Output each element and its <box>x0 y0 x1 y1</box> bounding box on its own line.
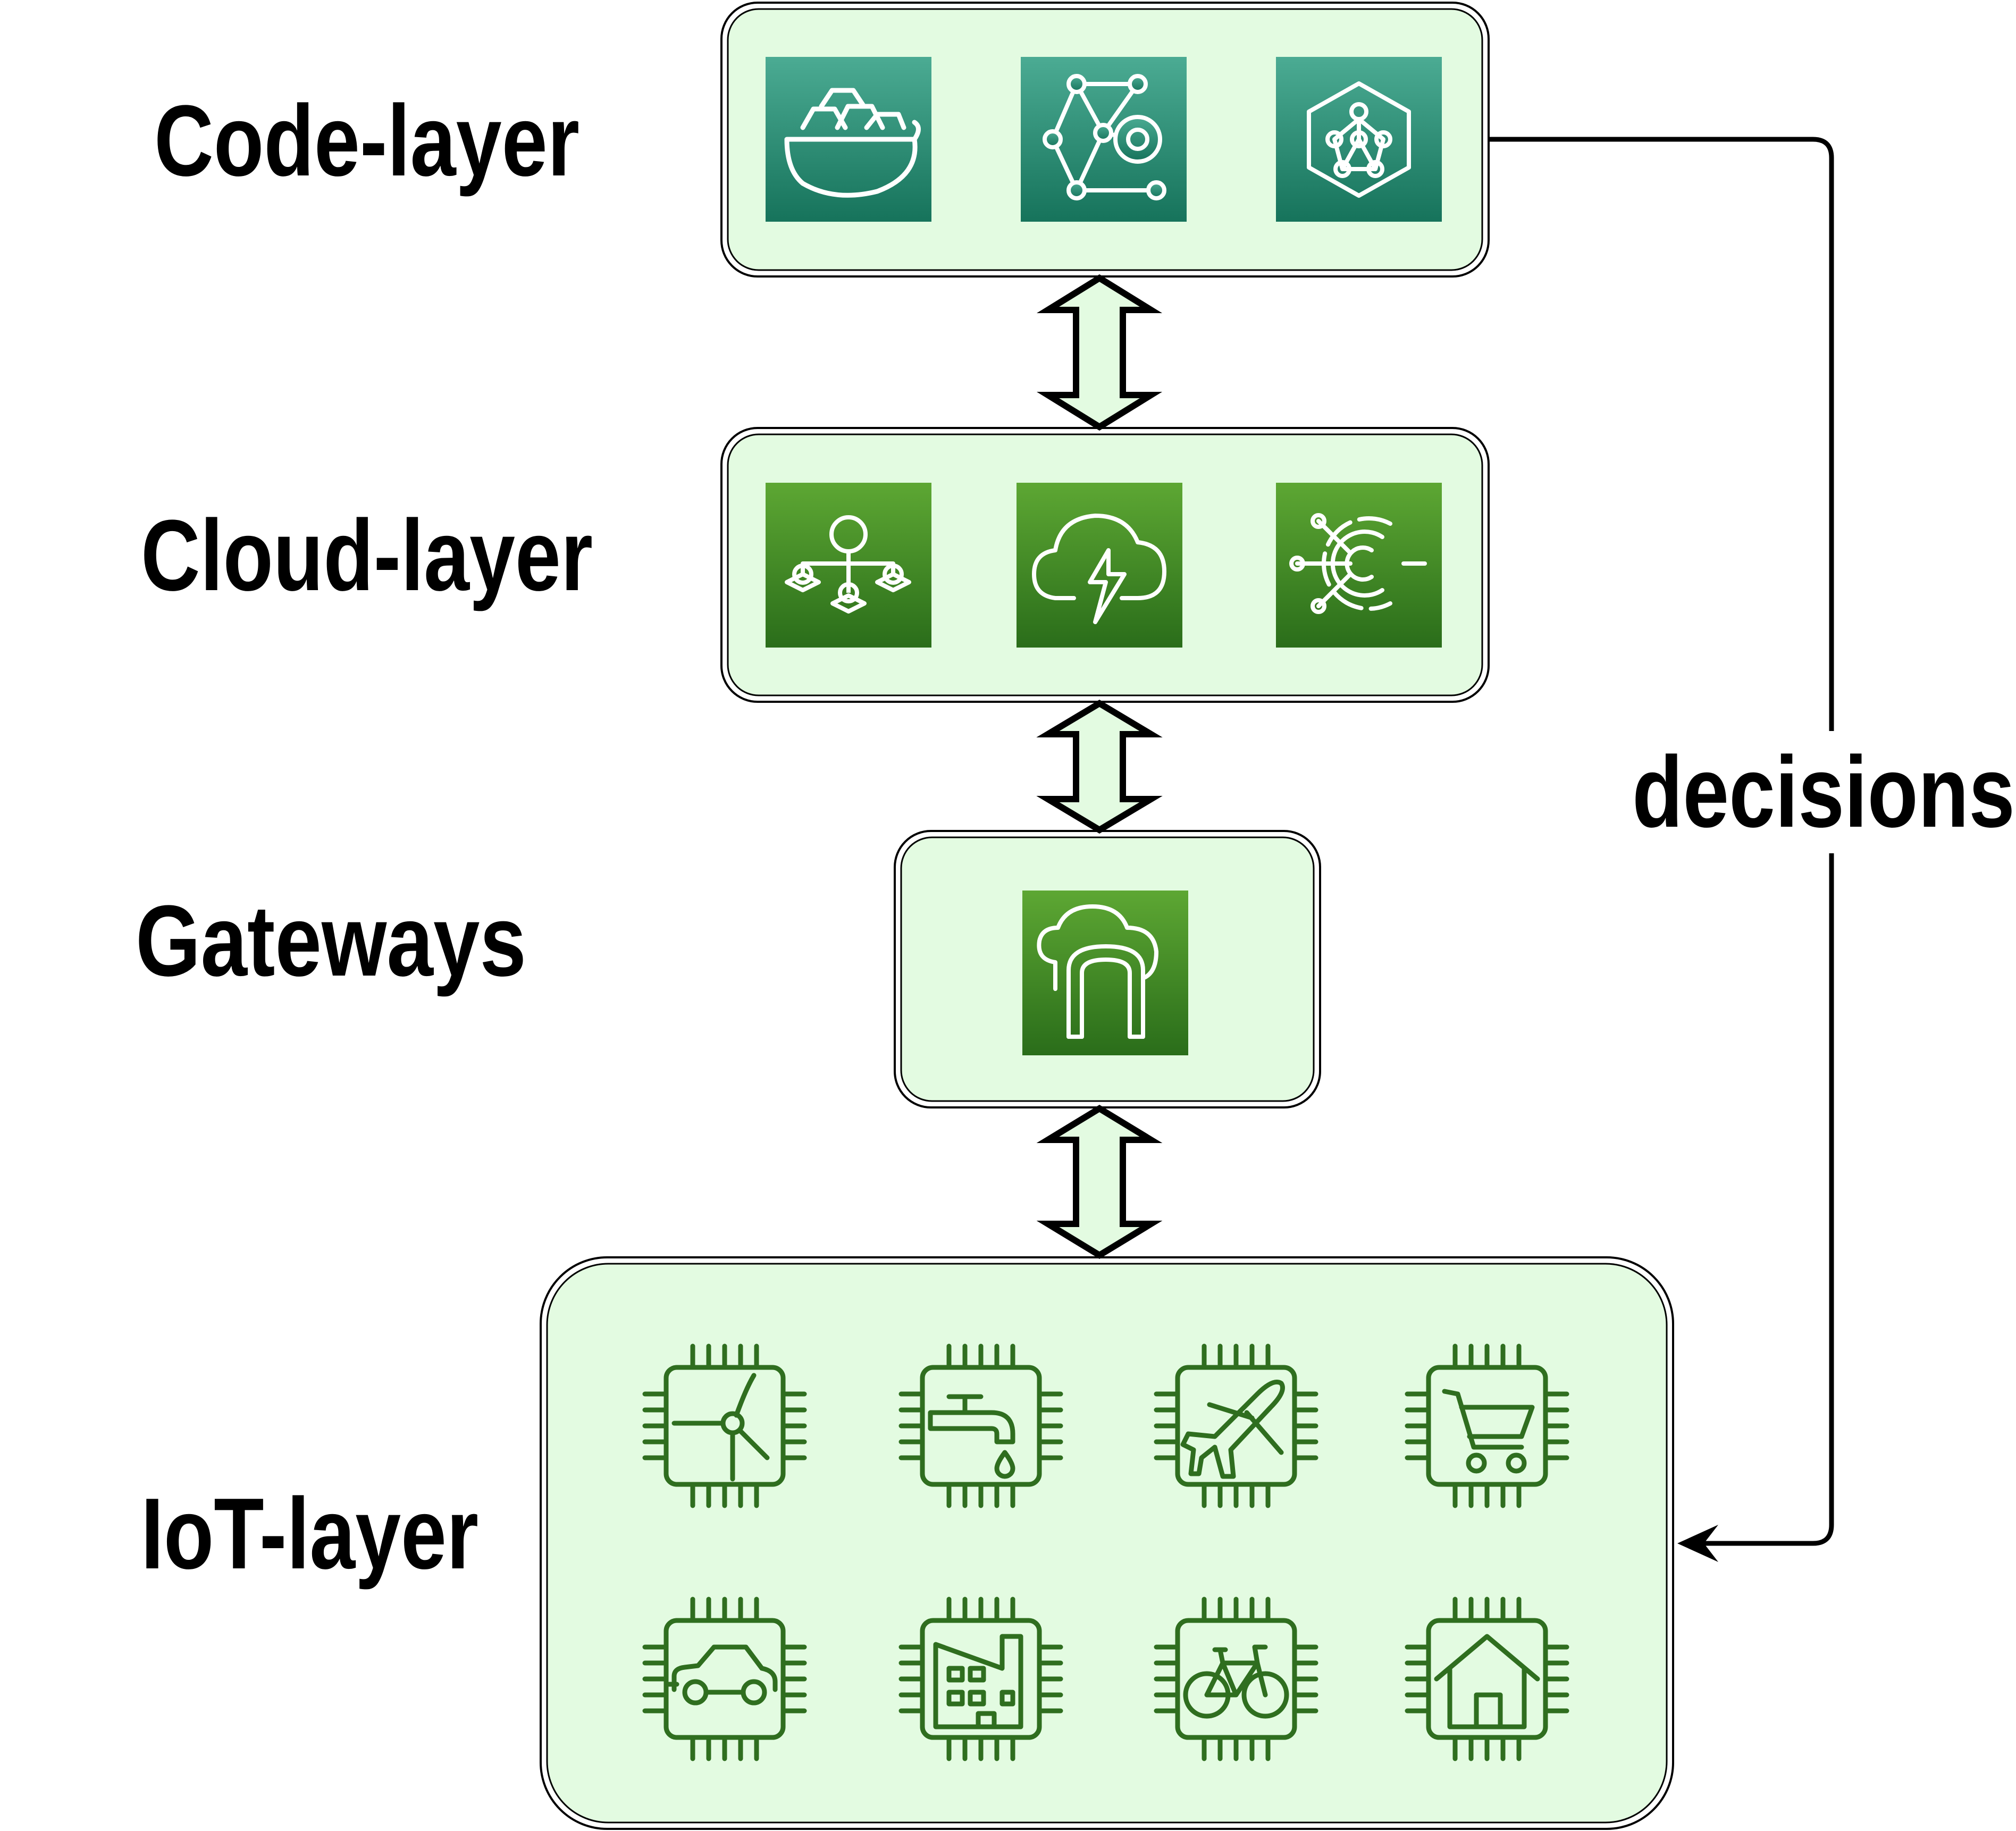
cloud-gateway-arrow <box>1036 700 1163 834</box>
car-icon <box>645 1599 804 1759</box>
iot-layer-box <box>540 1256 1674 1830</box>
docker-whale-icon <box>766 57 931 222</box>
circuit-target-icon <box>1276 483 1442 648</box>
code-cloud-arrow <box>1036 274 1163 431</box>
bicycle-icon <box>1156 1599 1316 1759</box>
water-tap-icon <box>901 1346 1061 1506</box>
iot-layer-label: IoT-layer <box>141 1477 478 1590</box>
code-layer-label: Code-layer <box>154 85 579 197</box>
cloud-layer-label: Cloud-layer <box>141 499 593 612</box>
gateways-label: Gateways <box>136 885 526 997</box>
hexagon-network-icon <box>1276 57 1442 222</box>
shopping-cart-icon <box>1407 1346 1567 1506</box>
factory-icon <box>901 1599 1061 1759</box>
wind-turbine-icon <box>645 1346 804 1506</box>
house-icon <box>1407 1599 1567 1759</box>
neural-network-gear-icon <box>1021 57 1187 222</box>
hierarchy-nodes-icon <box>766 483 931 648</box>
gateway-iot-arrow <box>1036 1104 1163 1259</box>
airplane-icon <box>1156 1346 1316 1506</box>
cloud-lightning-icon <box>1017 483 1182 648</box>
decisions-label: decisions <box>1632 736 2015 849</box>
cloud-gateway-icon <box>1022 891 1188 1055</box>
decisions-arrowhead <box>1677 1525 1718 1562</box>
decisions-connector <box>1490 137 1834 1562</box>
